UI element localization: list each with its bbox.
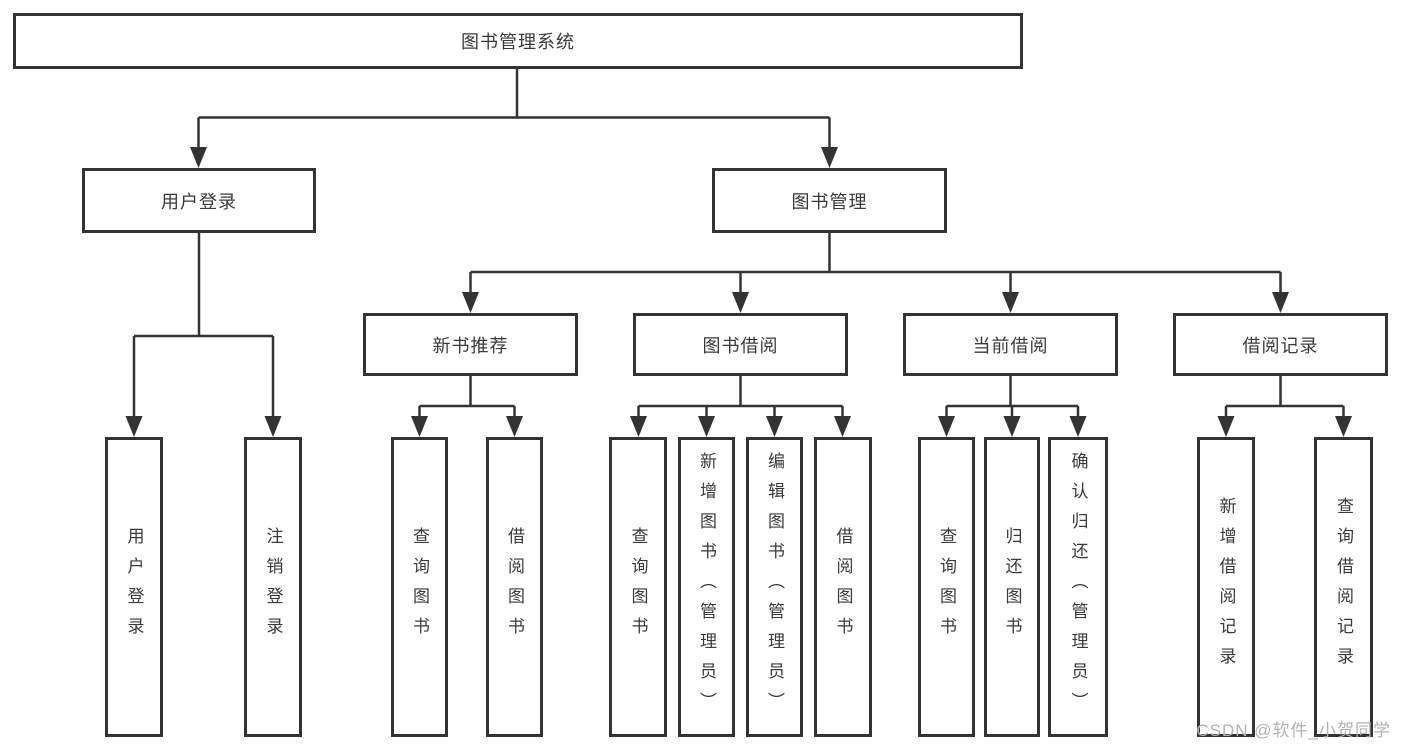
node-label: 新书推荐 — [432, 335, 509, 356]
leaf-borrow-books-recommend: 借阅图书 — [486, 437, 543, 737]
leaf-return-books: 归还图书 — [984, 437, 1040, 737]
node-label: 查询图书 — [937, 527, 956, 647]
node-label: 图书借阅 — [702, 335, 779, 356]
node-borrow-records: 借阅记录 — [1173, 313, 1388, 376]
leaf-query-books-borrow: 查询图书 — [609, 437, 667, 737]
leaf-user-login: 用户登录 — [105, 437, 163, 737]
leaf-query-books-recommend: 查询图书 — [391, 437, 448, 737]
node-current-borrow: 当前借阅 — [903, 313, 1118, 376]
node-label: 图书管理系统 — [461, 32, 575, 52]
node-label: 新增借阅记录 — [1216, 497, 1236, 677]
leaf-query-books-current: 查询图书 — [918, 437, 975, 737]
node-label: 归还图书 — [1002, 527, 1022, 647]
node-label: 图书管理 — [791, 191, 868, 212]
node-label: 查询借阅记录 — [1334, 497, 1353, 677]
node-label: 用户登录 — [124, 527, 144, 647]
node-new-book-recommend: 新书推荐 — [363, 313, 578, 376]
node-label: 查询图书 — [410, 527, 429, 647]
node-user-login: 用户登录 — [82, 168, 316, 233]
node-label: 查询图书 — [628, 527, 648, 647]
leaf-add-borrow-record: 新增借阅记录 — [1197, 437, 1255, 737]
node-label: 借阅图书 — [505, 527, 524, 647]
node-label: 新增图书（管理员） — [697, 452, 716, 722]
csdn-watermark: CSDN @软件_小贺同学 — [1196, 721, 1391, 740]
node-book-management: 图书管理 — [712, 168, 947, 233]
node-label: 当前借阅 — [972, 335, 1049, 356]
node-library-management-system: 图书管理系统 — [13, 13, 1023, 69]
leaf-add-book-admin: 新增图书（管理员） — [678, 437, 735, 737]
arrowhead-group — [125, 147, 1352, 437]
node-label: 借阅图书 — [833, 527, 853, 647]
leaf-logout: 注销登录 — [244, 437, 302, 737]
node-label: 确认归还（管理员） — [1068, 452, 1088, 722]
node-label: 借阅记录 — [1242, 335, 1319, 356]
node-label: 编辑图书（管理员） — [765, 452, 784, 722]
node-book-borrow: 图书借阅 — [633, 313, 848, 376]
leaf-borrow-books: 借阅图书 — [814, 437, 872, 737]
leaf-edit-book-admin: 编辑图书（管理员） — [746, 437, 803, 737]
leaf-confirm-return-admin: 确认归还（管理员） — [1048, 437, 1108, 737]
node-label: 注销登录 — [263, 527, 283, 647]
node-label: 用户登录 — [161, 191, 237, 212]
leaf-query-borrow-record: 查询借阅记录 — [1314, 437, 1373, 737]
